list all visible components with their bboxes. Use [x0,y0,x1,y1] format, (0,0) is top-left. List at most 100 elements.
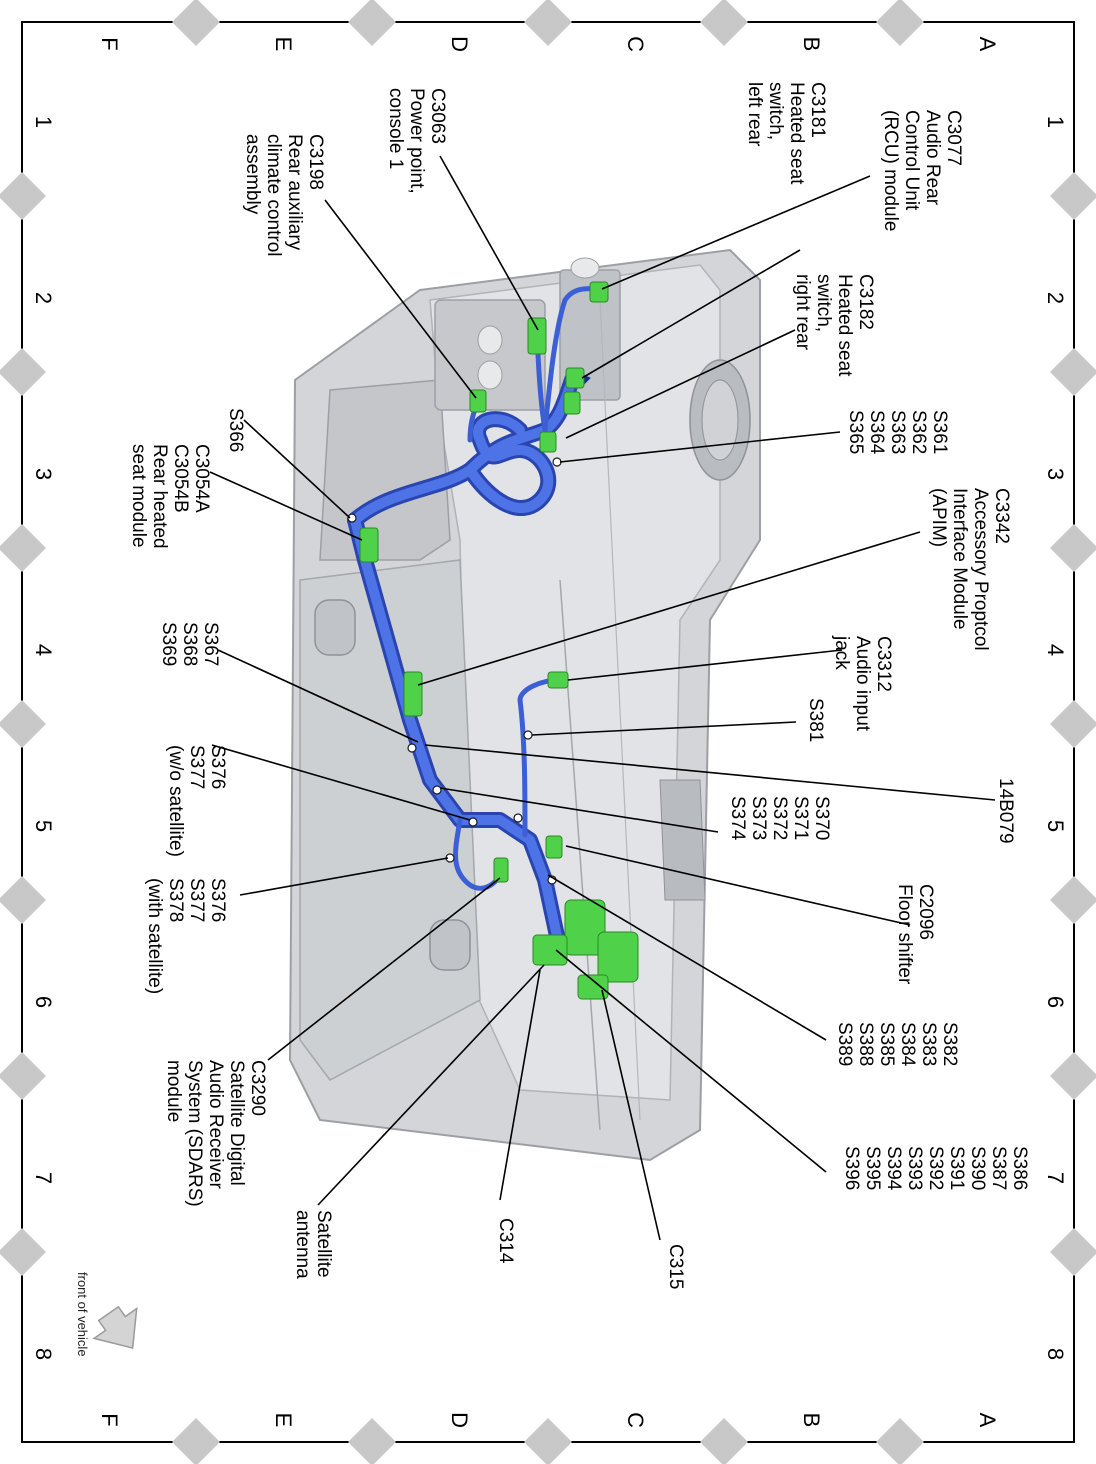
grid-col-label-left: 3 [31,468,56,480]
callout-line: (w/o satellite) [165,745,186,857]
grid-row-label-bottom: F [97,1413,122,1426]
connectors-picture [359,281,639,1000]
grid-col-label-left: 5 [31,820,56,832]
callout-line: switch, [765,82,786,140]
callout-line: S365 [845,410,866,454]
grid-row-label-bottom: A [975,1413,1000,1428]
grid-row-label-bottom: B [799,1413,824,1428]
callout-line: right rear [792,274,813,351]
border-diamond-marker [1050,1228,1096,1276]
callout-s366: S366 [225,408,246,452]
border-diamond-marker [1050,1052,1096,1100]
border-diamond-marker [700,0,748,46]
callout-line: C3054B [170,444,191,513]
border-diamond-marker [876,0,924,46]
border-diamond-marker [0,172,46,220]
callout-line: S372 [769,796,790,840]
callout-line: S367 [200,622,221,666]
callout-line: S386 [1009,1146,1030,1190]
callout-line: C3063 [427,88,448,144]
border-diamond-marker [0,524,46,572]
callout-line: S371 [790,796,811,840]
callout-line: C3198 [305,134,326,190]
callout-line: S376 [207,878,228,922]
grid-row-label-top: B [799,37,824,52]
callout-line: C3181 [807,82,828,138]
leader-lines [209,155,996,1241]
callout-line: C3077 [943,110,964,166]
callout-line: S383 [918,1022,939,1066]
border-diamond-marker [1050,172,1096,220]
grid-row-label-top: A [975,37,1000,52]
callout-line: (APIM) [928,488,949,547]
grid-row-label-bottom: E [271,1413,296,1428]
callout-line: Audio Receiver [205,1060,226,1190]
splice-markers [347,457,562,885]
callout-line: S370 [811,796,832,840]
callout-line: S382 [939,1022,960,1066]
callout-line: S373 [748,796,769,840]
callout-line: Audio input [852,636,873,732]
callout-line: S384 [897,1022,918,1067]
callout-line: C3182 [855,274,876,330]
callout-line: C315 [665,1244,686,1289]
border-diamond-marker [0,700,46,748]
callout-line: C3290 [247,1060,268,1116]
callout-line: antenna [292,1210,313,1279]
callout-line: S396 [841,1146,862,1190]
front-arrow-icon [92,1305,138,1349]
center-console-picture [288,248,761,1162]
callout-line: seat module [128,444,149,548]
grid-col-label-left: 4 [31,644,56,656]
callout-line: left rear [744,82,765,147]
border-diamond-marker [524,0,572,46]
callout-line: climate control [263,134,284,257]
callout-line: console 1 [385,88,406,169]
callout-line: S393 [904,1146,925,1190]
border-diamond-marker [876,1418,924,1464]
border-diamond-marker [700,1418,748,1464]
border-diamond-marker [1050,700,1096,748]
callout-line: S392 [925,1146,946,1190]
grid-col-label-left: 6 [31,996,56,1008]
callout-line: S387 [988,1146,1009,1190]
callout-line: Heated seat [834,274,855,377]
callout-line: S377 [186,878,207,922]
callout-line: Power point, [406,88,427,194]
grid-row-label-top: F [97,37,122,50]
grid-col-label-right: 2 [1043,292,1068,304]
callout-line: Satellite [313,1210,334,1278]
border-diamond-marker [172,0,220,46]
callout-line: (with satellite) [144,878,165,994]
callout-line: Floor shifter [894,884,915,985]
callout-line: S377 [186,745,207,789]
callout-line: S394 [883,1146,904,1191]
border-diamond-marker [0,348,46,396]
border-diamond-marker [348,1418,396,1464]
callout-line: S376 [207,745,228,789]
callout-line: C314 [495,1218,516,1264]
border-diamond-marker [0,1228,46,1276]
callout-line: S361 [929,410,950,454]
grid-row-label-bottom: D [447,1412,472,1428]
callout-line: Satellite Digital [226,1060,247,1186]
callout-line: (RCU) module [880,110,901,231]
callout-line: C3342 [991,488,1012,544]
callout-line: Accessory Proptcol [970,488,991,651]
callout-line: S374 [727,796,748,841]
callout-line: jack [831,635,852,670]
